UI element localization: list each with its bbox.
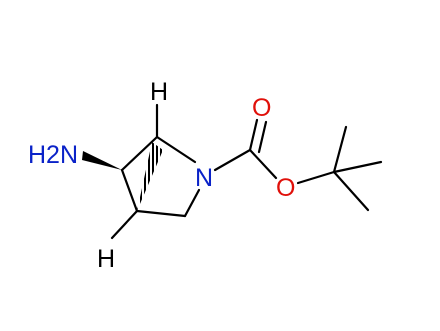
bond-cq-me1	[332, 125, 348, 174]
bond-cq-me2	[332, 160, 383, 174]
carbonyl-oxygen-label: O	[252, 94, 271, 122]
bridgehead-h-bottom-label: H	[97, 245, 115, 273]
amine-label: H2N	[28, 141, 78, 169]
bond-c-oester	[248, 148, 278, 180]
wedge-bond-amine	[82, 151, 122, 170]
hashed-bond-bridge	[137, 142, 163, 211]
bond-co-double-b	[257, 120, 268, 154]
bond-c6-c4	[120, 168, 139, 213]
bond-c4-h	[110, 209, 139, 240]
bond-c1-c6	[120, 135, 159, 172]
bond-n-cco	[213, 148, 252, 172]
bond-co-double-a	[248, 118, 259, 152]
bond-c4-c3	[135, 209, 187, 218]
bridgehead-h-top-label: H	[150, 78, 168, 106]
bond-cq-me3	[332, 170, 370, 212]
bonds	[110, 103, 383, 240]
ring-nitrogen-label: N	[195, 164, 213, 192]
bond-o-cq	[296, 170, 336, 185]
atom-labels: H2N N O O H H	[28, 78, 295, 273]
bond-c1-n	[155, 135, 197, 164]
bond-c3-n	[183, 188, 201, 218]
ester-oxygen-label: O	[276, 174, 295, 202]
